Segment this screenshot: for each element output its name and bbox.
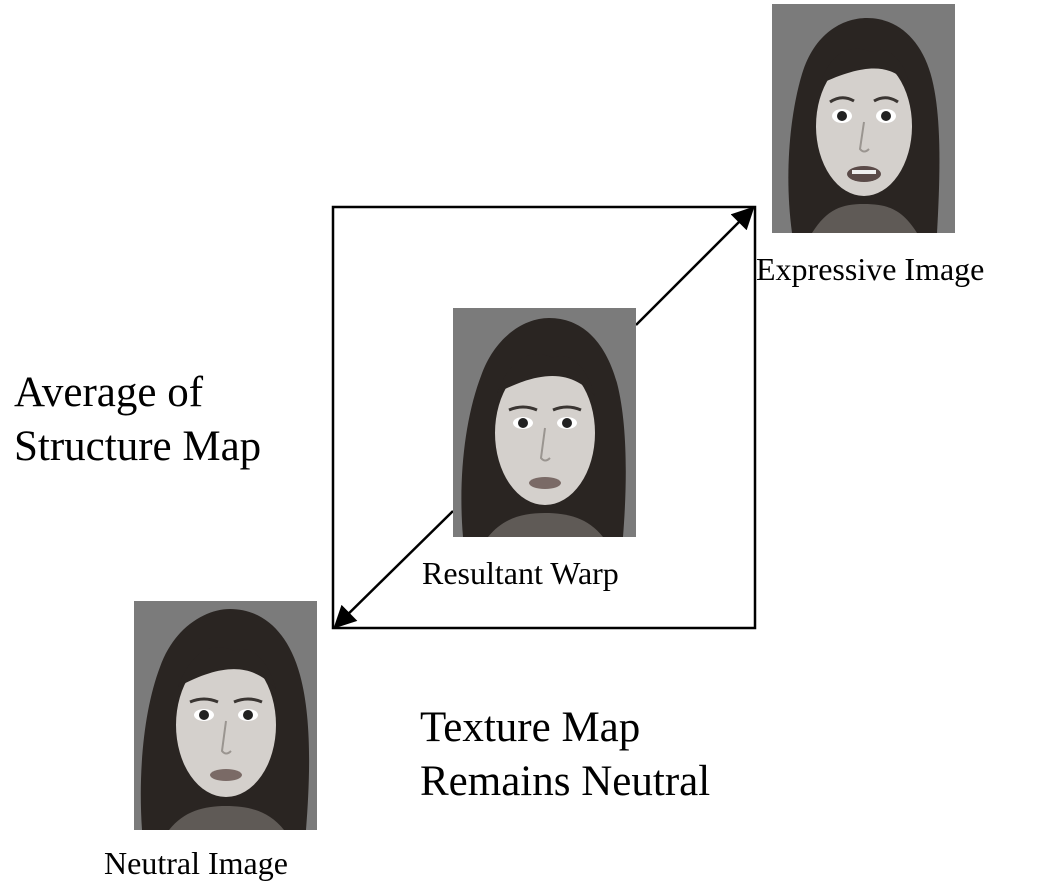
neutral-face-icon [134,601,317,830]
texture-line-2: Remains Neutral [420,757,711,805]
neutral-image-caption: Neutral Image [104,845,288,881]
expressive-face-icon [772,4,955,233]
warp-box [331,205,757,630]
arrow-to-neutral [333,510,454,629]
average-structure-map-label: Average of Structure Map [14,366,261,474]
resultant-warp-caption: Resultant Warp [422,555,619,591]
texture-map-label: Texture Map Remains Neutral [420,701,710,809]
average-line-1: Average of [14,369,204,416]
expressive-face-photo [772,4,955,233]
resultant-face-photo [453,308,636,537]
neutral-face-photo [134,601,317,830]
texture-line-1: Texture Map [420,704,641,751]
resultant-face-icon [453,308,636,537]
arrow-to-expressive [635,206,755,326]
average-line-2: Structure Map [14,422,262,470]
expressive-image-caption: Expressive Image [756,251,985,287]
